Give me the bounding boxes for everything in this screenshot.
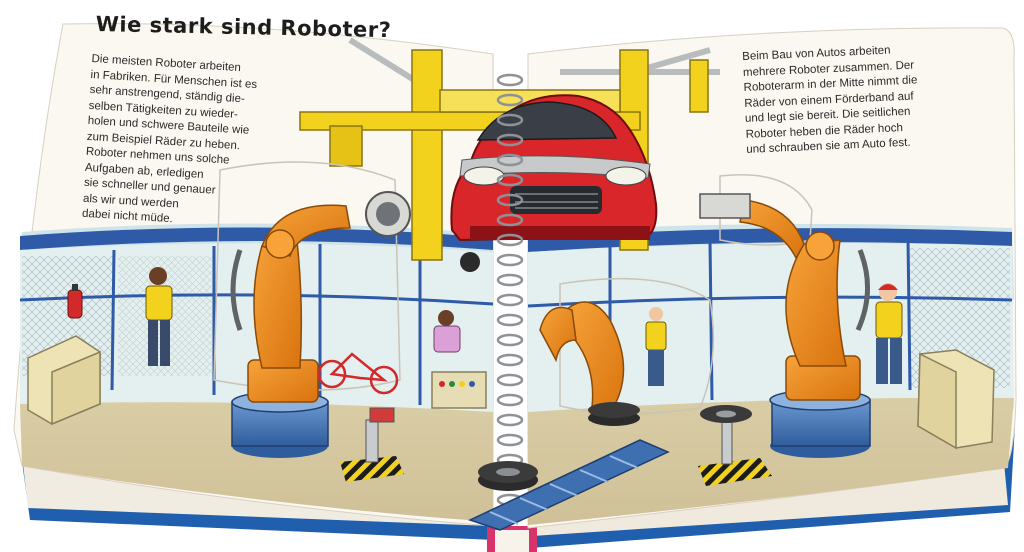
worker-icon bbox=[433, 310, 461, 353]
conveyor-belt-icon bbox=[467, 439, 670, 531]
fire-extinguisher-icon bbox=[67, 284, 83, 319]
robot-arm-center-icon bbox=[539, 301, 640, 426]
tire-icon bbox=[460, 252, 480, 272]
worker-icon bbox=[875, 283, 903, 384]
electrical-box-icon bbox=[27, 335, 995, 450]
worker-icon bbox=[645, 307, 667, 386]
right-page-text: Beim Bau von Autos arbeiten mehrere Robo… bbox=[742, 42, 920, 158]
robot-arm-left-icon bbox=[230, 191, 411, 458]
robot-arm-right-icon bbox=[699, 193, 871, 458]
wheel-stand bbox=[340, 407, 404, 482]
worker-icon bbox=[145, 267, 173, 366]
bicycle-icon bbox=[317, 352, 399, 395]
tire-stand bbox=[698, 405, 772, 486]
left-page-text: Die meisten Roboter arbeiten in Fabriken… bbox=[82, 52, 259, 232]
control-panel bbox=[431, 371, 487, 409]
